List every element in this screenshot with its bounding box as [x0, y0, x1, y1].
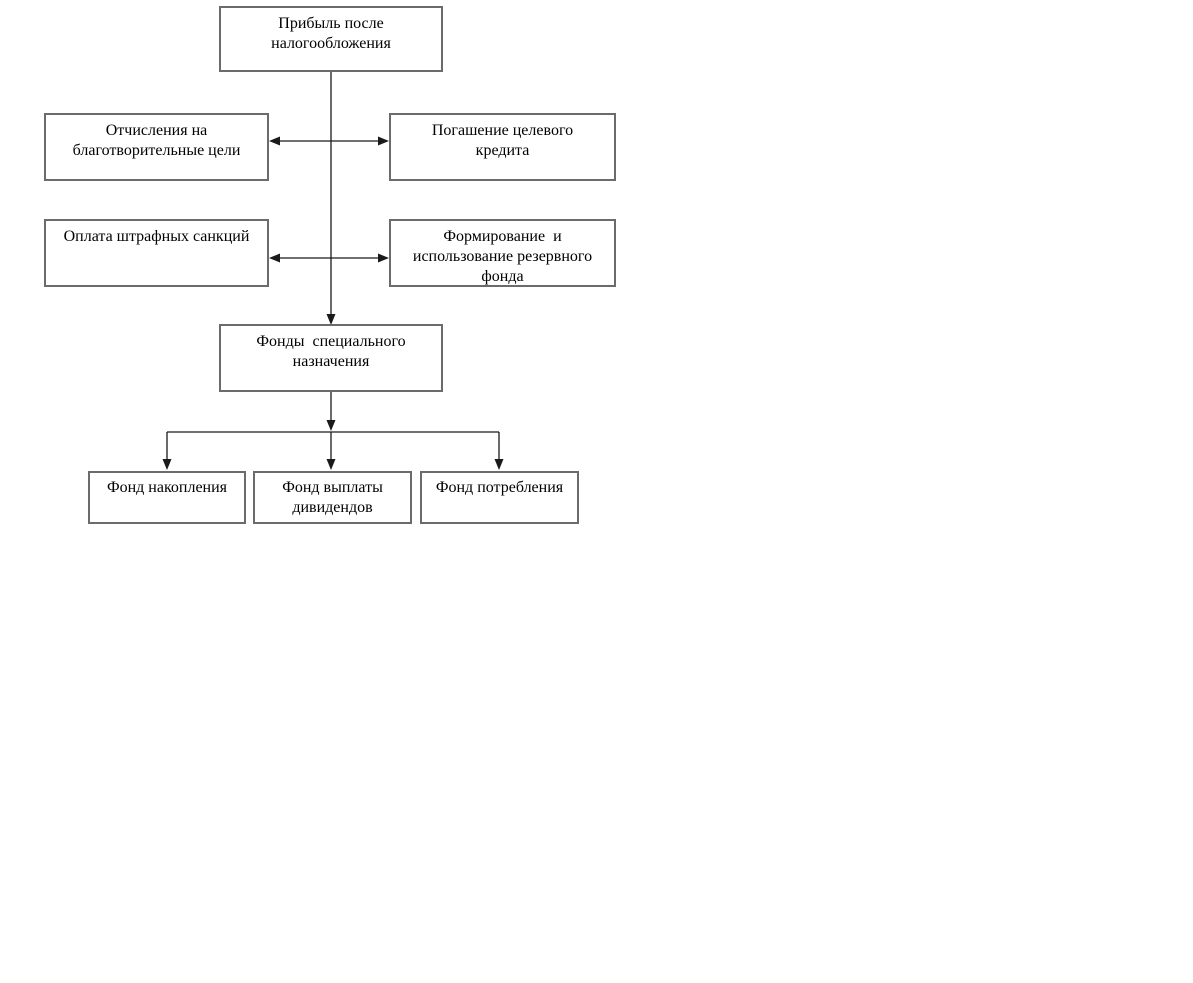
node-target-loan-repayment: Погашение целевого кредита: [389, 113, 616, 181]
node-special-purpose-funds: Фонды специального назначения: [219, 324, 443, 392]
node-penalty-payments: Оплата штрафных санкций: [44, 219, 269, 287]
arrow-branch-to-dividends: [326, 432, 336, 470]
arrow-branch-to-consumption: [494, 432, 504, 470]
arrow-special-to-branch: [326, 392, 336, 431]
arrow-branch-to-accumulation: [162, 432, 172, 470]
node-profit-after-tax: Прибыль после налогообложения: [219, 6, 443, 72]
double-arrow-penalties-reserve: [269, 253, 389, 263]
node-dividend-payment-fund: Фонд выплаты дивидендов: [253, 471, 412, 524]
arrow-profit-to-special: [326, 72, 336, 325]
node-charity-deductions: Отчисления на благотворительные цели: [44, 113, 269, 181]
node-accumulation-fund: Фонд накопления: [88, 471, 246, 524]
node-reserve-fund: Формирование и использование резервного …: [389, 219, 616, 287]
node-consumption-fund: Фонд потребления: [420, 471, 579, 524]
double-arrow-charity-loan: [269, 136, 389, 146]
